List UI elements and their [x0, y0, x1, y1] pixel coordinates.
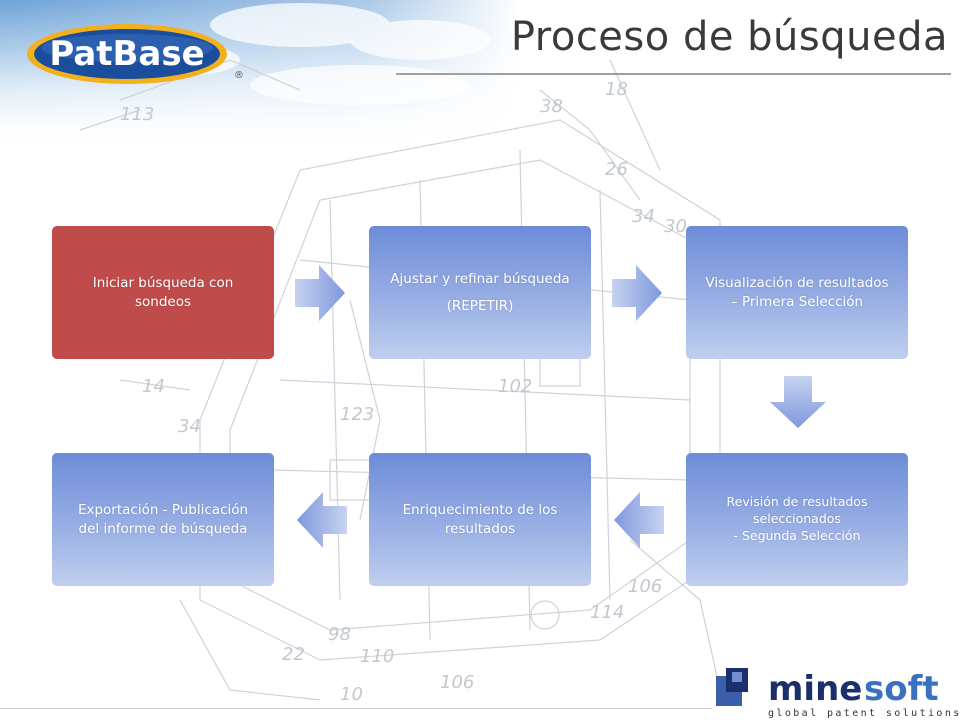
arrow-left-icon: [297, 492, 347, 548]
step-2-box: Ajustar y refinar búsqueda (REPETIR): [369, 226, 591, 359]
minesoft-tagline: global patent solutions: [768, 708, 960, 719]
svg-text:98: 98: [328, 624, 351, 645]
svg-text:123: 123: [340, 404, 374, 425]
svg-text:110: 110: [360, 646, 394, 667]
step-4-label-line-3: - Segunda Selección: [733, 527, 861, 543]
svg-text:38: 38: [540, 96, 563, 117]
svg-text:106: 106: [628, 576, 662, 597]
step-5-label-line-1: Enriquecimiento de los: [402, 502, 558, 519]
step-3-label-line-1: Visualización de resultados: [705, 275, 889, 292]
svg-text:26: 26: [605, 159, 628, 180]
svg-text:34: 34: [632, 206, 655, 227]
svg-text:30: 30: [664, 216, 687, 237]
minesoft-brand-suffix: soft: [864, 669, 939, 709]
step-3-box: Visualización de resultados– Primera Sel…: [686, 226, 908, 359]
minesoft-brand-prefix: mine: [768, 669, 862, 709]
svg-text:18: 18: [605, 79, 628, 100]
svg-text:114: 114: [590, 602, 624, 623]
footer-rule: [0, 708, 712, 709]
step-5-label-line-2: resultados: [444, 520, 516, 537]
step-3-label-line-2: – Primera Selección: [730, 293, 864, 310]
step-1-label-line-1: Iniciar búsqueda con: [92, 275, 234, 292]
svg-text:34: 34: [178, 416, 201, 437]
svg-text:102: 102: [498, 376, 532, 397]
patbase-logo: PatBase ®: [27, 24, 244, 84]
minesoft-logo: mine soft global patent solutions: [716, 668, 960, 719]
registered-mark: ®: [234, 70, 244, 81]
step-4-label-line-2: seleccionados: [753, 511, 841, 527]
svg-text:10: 10: [340, 684, 363, 705]
patbase-logo-text: PatBase: [49, 34, 204, 74]
step-6-label-line-2: del informe de búsqueda: [78, 520, 248, 537]
step-1-label-line-2: sondeos: [134, 293, 191, 310]
step-4-label-line-1: Revisión de resultados: [726, 494, 868, 510]
step-6-label-line-1: Exportación - Publicación: [77, 502, 249, 519]
svg-text:113: 113: [120, 104, 154, 125]
svg-text:22: 22: [282, 644, 305, 665]
svg-text:14: 14: [142, 376, 165, 397]
step-2-label-line-2: (REPETIR): [446, 297, 514, 314]
step-2-label-line-1: Ajustar y refinar búsqueda: [390, 271, 570, 288]
page-title: Proceso de búsqueda: [510, 14, 948, 60]
arrow-left-icon: [614, 492, 664, 548]
arrow-right-icon: [612, 265, 662, 321]
arrow-down-icon: [770, 376, 826, 428]
svg-text:106: 106: [440, 672, 474, 693]
title-underline: [396, 73, 951, 75]
arrow-right-icon: [295, 265, 345, 321]
